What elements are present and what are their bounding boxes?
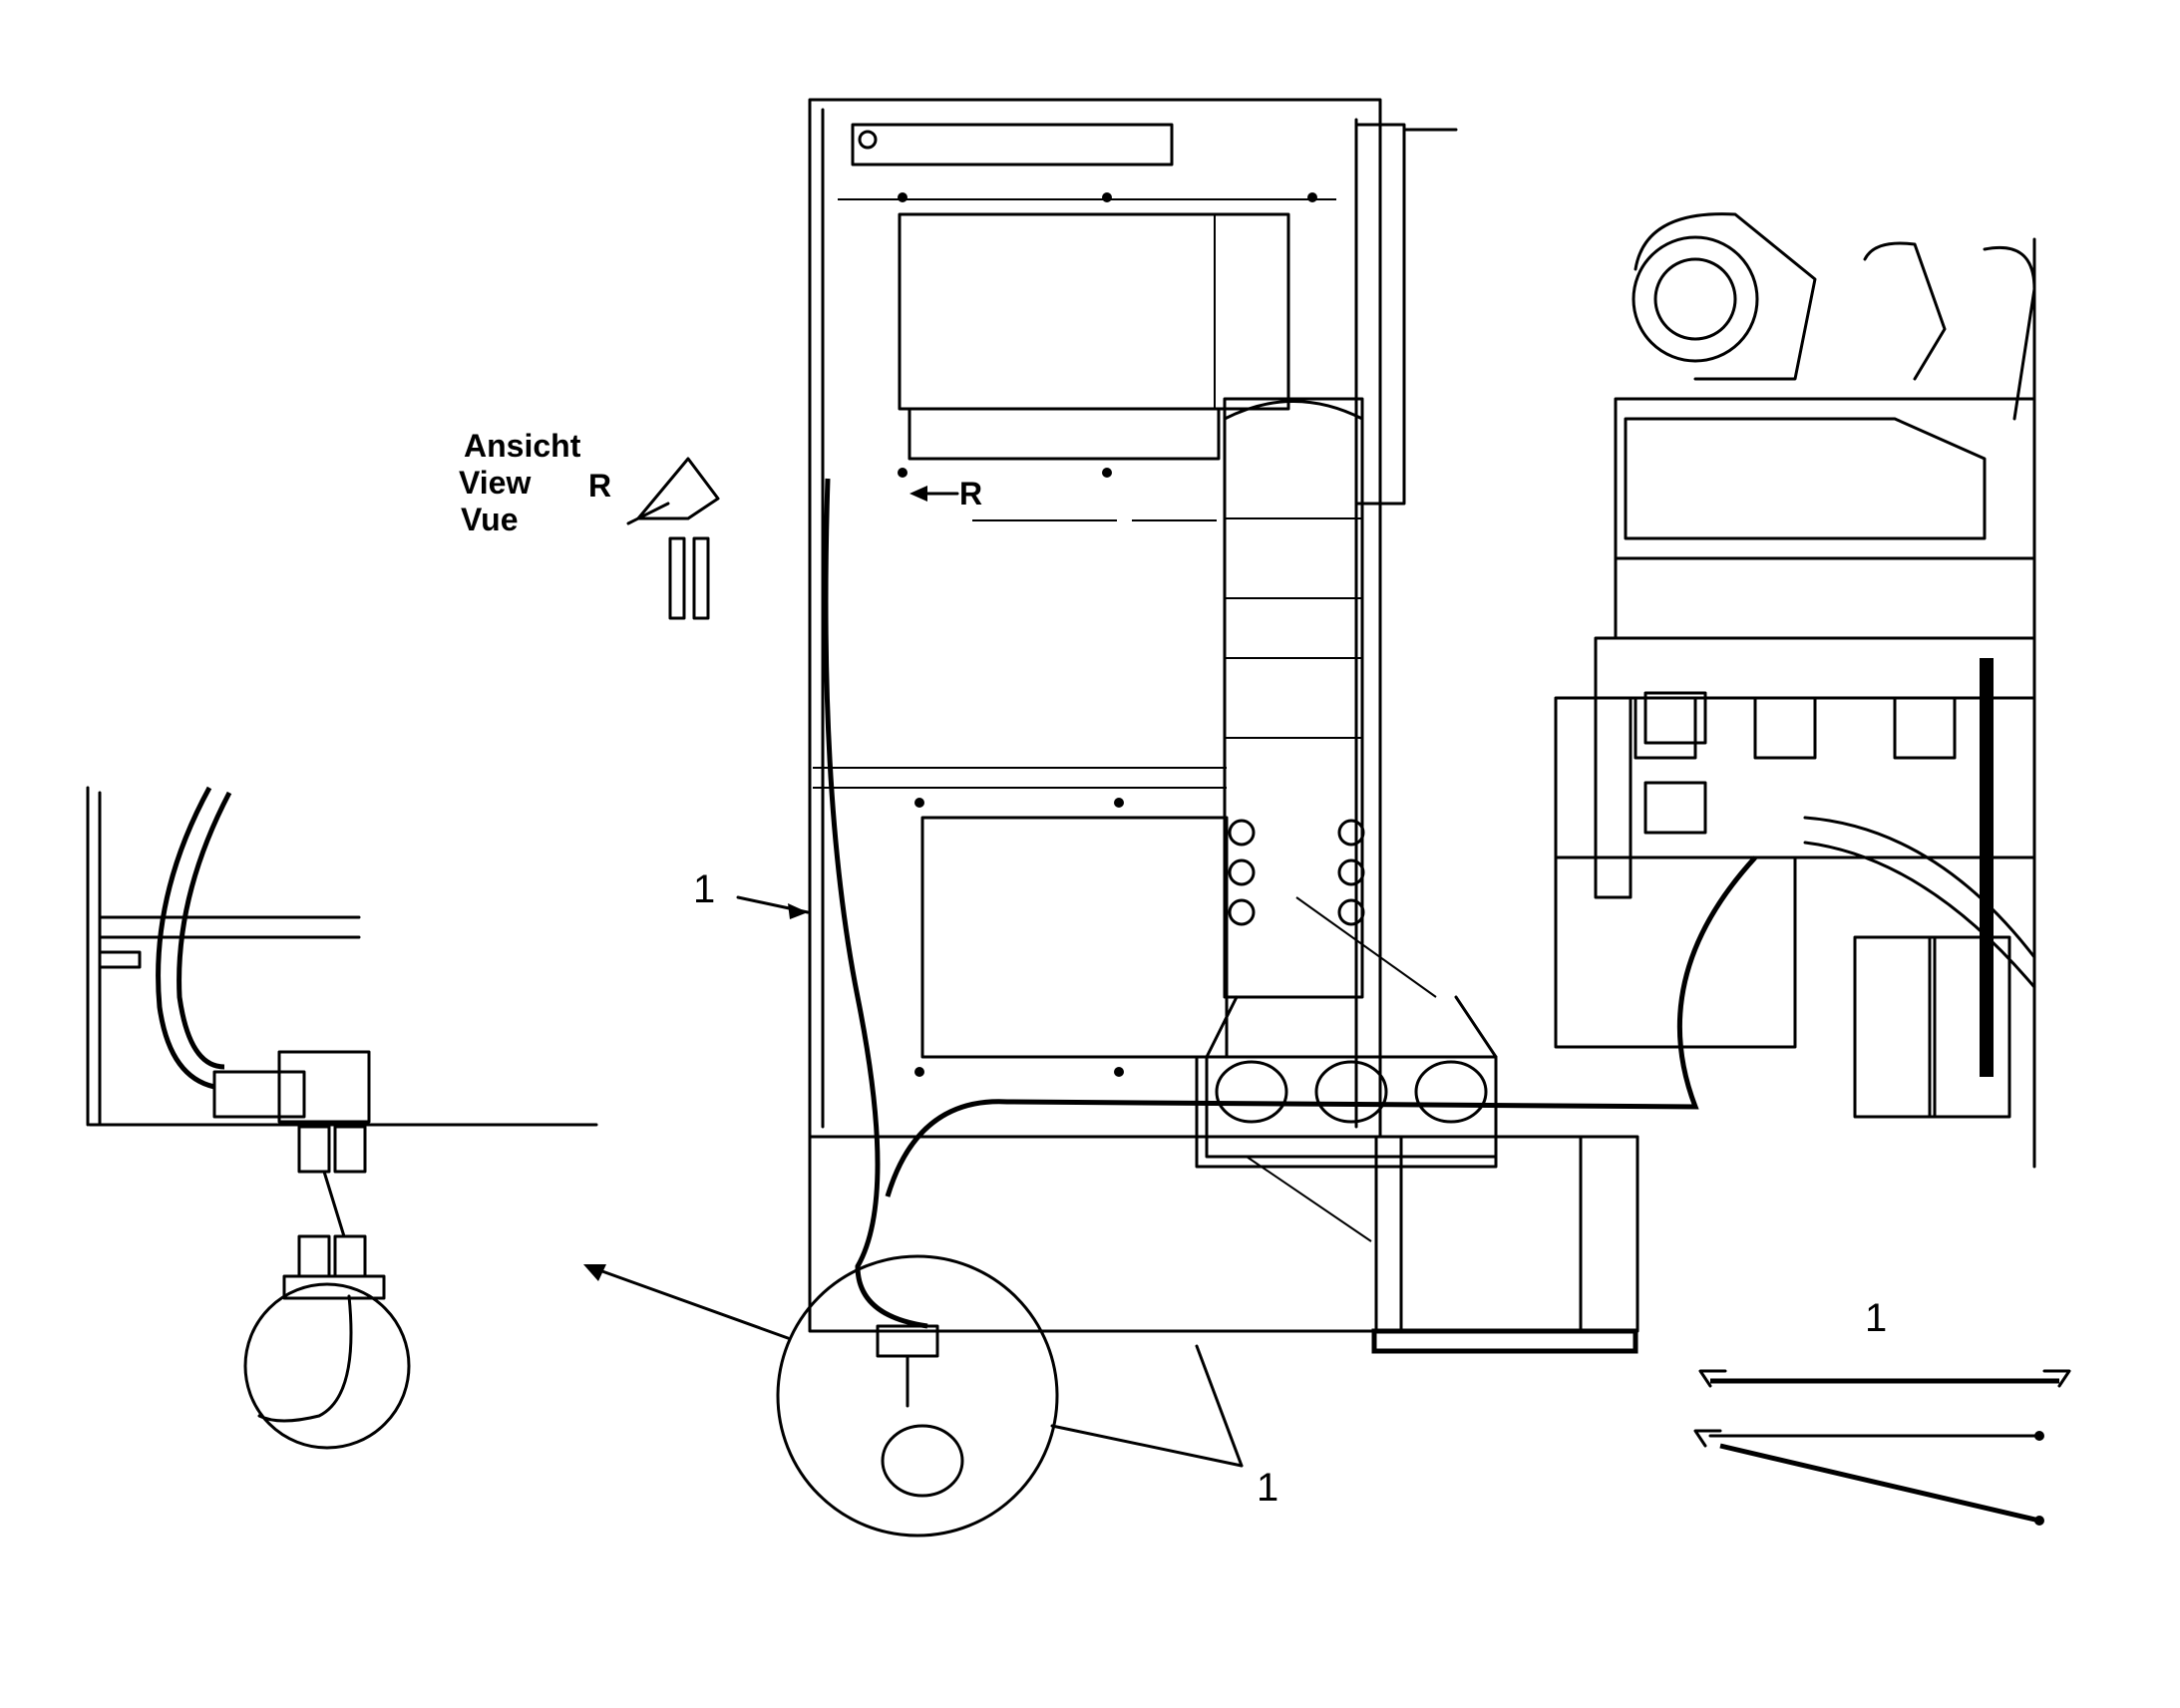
leader-lines (583, 486, 1244, 1468)
engine (1554, 212, 2036, 1169)
callout-harness-part: 1 (1865, 1296, 1887, 1340)
detail-circle (776, 1254, 1059, 1537)
upper-panel (898, 192, 1317, 521)
enlarged-detail (86, 786, 598, 1450)
cab-frame (808, 98, 1458, 1139)
callout-harness-bottom: 1 (1257, 1466, 1278, 1510)
support-column (1205, 397, 1498, 1159)
view-label-letter: R (588, 468, 611, 504)
view-arrow-label: R (959, 476, 982, 512)
base-frame (808, 1055, 1639, 1354)
wiring-harness (823, 478, 1757, 1329)
view-label-vue: Vue (461, 502, 519, 537)
callout-harness-left: 1 (693, 867, 715, 911)
harness-part (1693, 1369, 2071, 1526)
lower-panel (813, 767, 1229, 1077)
view-label-view: View (459, 465, 531, 501)
view-label: Ansicht View Vue R (459, 428, 611, 537)
view-r-bracket (626, 457, 720, 620)
view-label-ansicht: Ansicht (464, 428, 581, 464)
